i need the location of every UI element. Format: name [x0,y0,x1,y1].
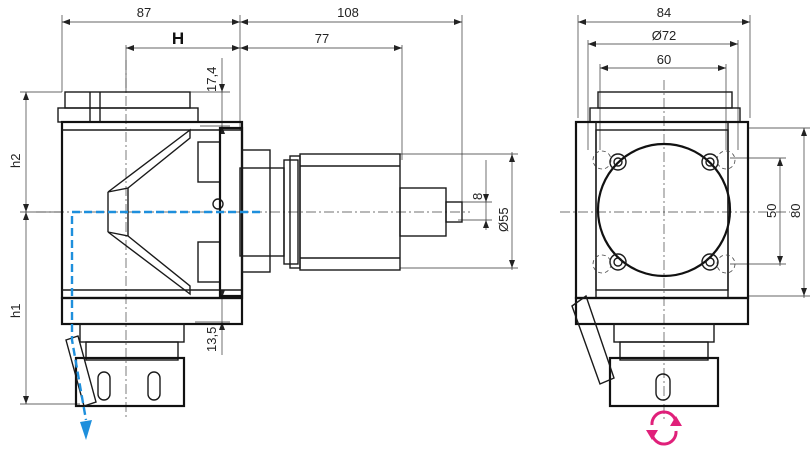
front-coolant-pipe [571,294,615,385]
front-view: 84 Ø72 60 50 80 [560,5,810,446]
front-housing [574,91,750,326]
label-h1: h1 [8,304,23,318]
dim-17-4: 17,4 [204,67,219,92]
front-flange-circle [596,142,732,278]
coolant-flow-path [70,210,260,440]
dim-8: 8 [470,193,485,200]
housing-body [57,91,285,326]
dim-80: 80 [788,204,803,218]
side-view: 87 108 77 H 17,4 13,5 h2 h1 8 Ø55 [8,5,518,440]
down-arrow-icon [80,420,92,440]
dim-50: 50 [764,204,779,218]
dim-108: 108 [337,5,359,20]
dim-dia-72: Ø72 [652,28,677,43]
label-H: H [172,29,184,48]
dim-dia-55: Ø55 [496,207,511,232]
front-collet-nut [608,323,720,408]
coolant-pipe [65,335,97,407]
dim-60: 60 [657,52,671,67]
label-h2: h2 [8,154,23,168]
dimension-lines-side [20,15,518,405]
dimension-lines-front [577,15,810,298]
collet-nut [74,323,186,408]
rotate-icon [646,410,682,446]
dim-77: 77 [315,31,329,46]
spindle-shaft [283,153,463,271]
dim-13-5: 13,5 [204,327,219,352]
dim-84: 84 [657,5,671,20]
dim-87: 87 [137,5,151,20]
